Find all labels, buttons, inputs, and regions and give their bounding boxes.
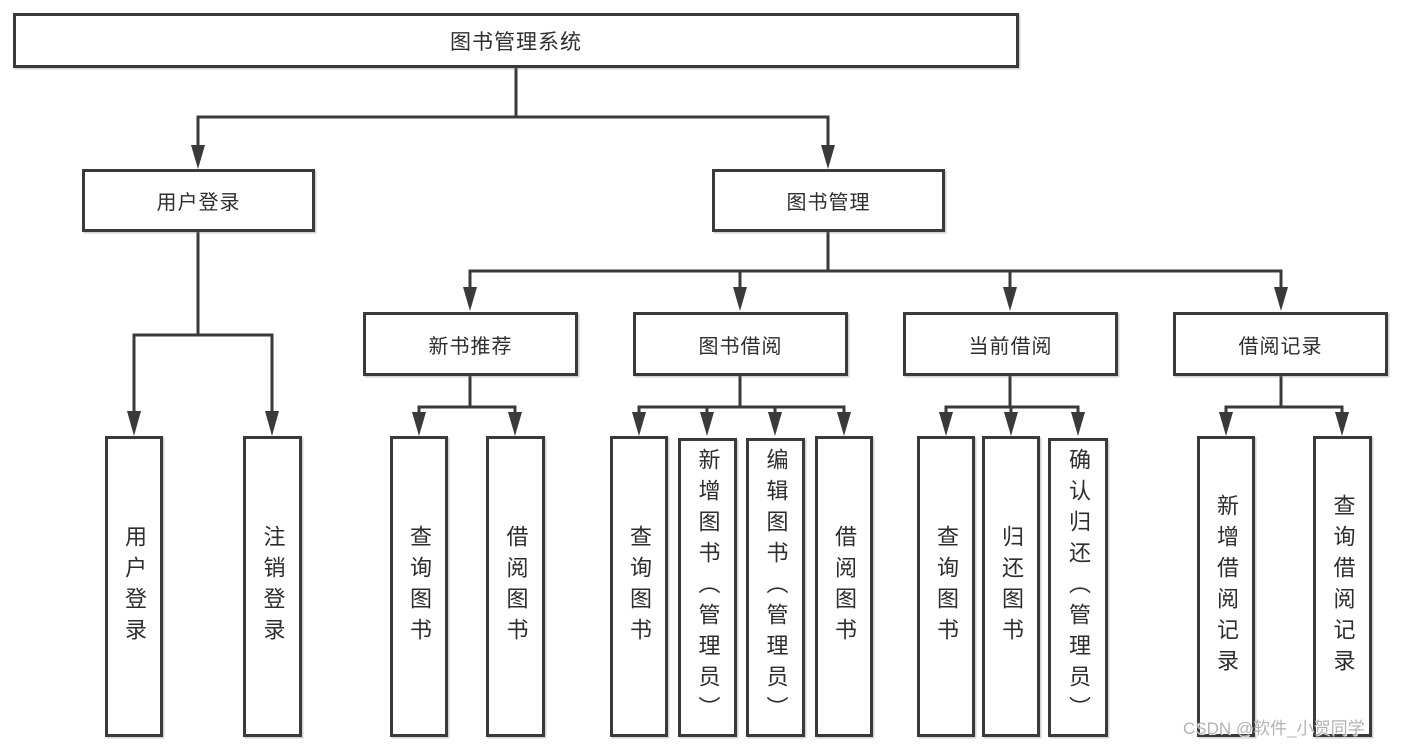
connector-current-borrow-children xyxy=(939,376,1085,436)
leaf-bb-add-book: 新增图书（管理员） xyxy=(678,438,737,737)
leaf-nbr-query-book: 查询图书 xyxy=(390,436,448,737)
leaf-user-login: 用户登录 xyxy=(105,436,163,737)
connector-root-children xyxy=(191,68,835,169)
leaf-cb-query-book: 查询图书 xyxy=(917,436,975,737)
connector-borrow-record-children xyxy=(1219,376,1349,436)
leaf-nbr-borrow-book: 借阅图书 xyxy=(486,436,545,737)
watermark-text: CSDN @软件_小贺同学 xyxy=(1183,719,1365,738)
connector-new-book-recommend-children xyxy=(412,376,522,436)
node-root: 图书管理系统 xyxy=(13,13,1019,68)
leaf-logout: 注销登录 xyxy=(243,436,302,737)
node-borrow-record: 借阅记录 xyxy=(1173,312,1388,376)
node-user-login: 用户登录 xyxy=(82,169,315,232)
connector-user-login-children xyxy=(127,232,279,436)
node-book-borrow: 图书借阅 xyxy=(633,312,848,376)
leaf-bb-query-book: 查询图书 xyxy=(610,436,668,737)
leaf-br-add-record: 新增借阅记录 xyxy=(1197,436,1255,737)
leaf-bb-edit-book: 编辑图书（管理员） xyxy=(746,438,805,737)
connector-book-borrow-children xyxy=(632,376,851,436)
leaf-cb-confirm-return: 确认归还（管理员） xyxy=(1048,438,1108,737)
node-book-management: 图书管理 xyxy=(712,169,945,232)
node-new-book-recommend: 新书推荐 xyxy=(363,312,578,376)
node-current-borrow: 当前借阅 xyxy=(903,312,1118,376)
leaf-cb-return-book: 归还图书 xyxy=(982,436,1040,737)
connector-book-management-children xyxy=(463,232,1288,311)
leaf-bb-borrow-book: 借阅图书 xyxy=(815,436,873,737)
leaf-br-query-record: 查询借阅记录 xyxy=(1313,436,1372,737)
